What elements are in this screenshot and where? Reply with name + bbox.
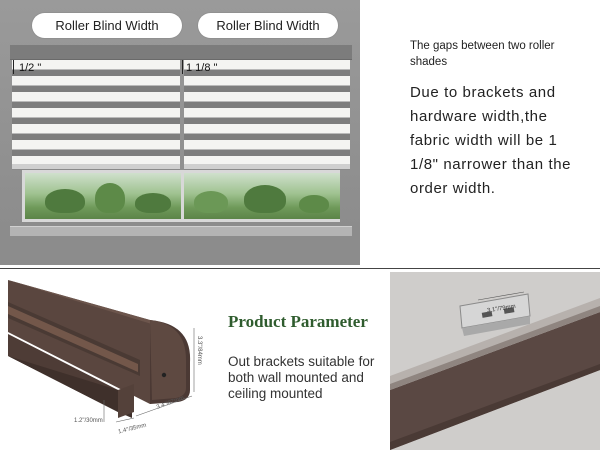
window-pane-right [184, 173, 340, 219]
gap-note: The gaps between two roller shades [410, 40, 555, 68]
bottom-rail-right [184, 164, 350, 170]
roller-blind-left [12, 60, 180, 165]
bracket-photo: 3.1"/79mm [390, 272, 600, 450]
window [22, 170, 340, 222]
product-parameter-title: Product Parameter [228, 312, 368, 331]
blind-headrail [10, 45, 352, 60]
bracket-drawing [390, 272, 600, 450]
gap-label-right: 1 1/8 " [186, 62, 218, 74]
section-divider [0, 268, 600, 269]
roller-blind-photo: Roller Blind Width Roller Blind Width 1/… [0, 0, 360, 265]
cassette-drawing [8, 280, 195, 423]
wall-lower [0, 236, 360, 265]
gap-marker-center [182, 60, 183, 74]
window-mullion [181, 173, 184, 219]
cassette-illustration: 3.3"/84mm 3.4"/87mm 1.4"/35mm 1.2"/30mm [0, 272, 205, 450]
width-label-right: Roller Blind Width [198, 13, 338, 38]
window-pane-left [25, 173, 181, 219]
product-parameter-description: Out brackets suitable for both wall moun… [228, 354, 375, 401]
window-sill [10, 226, 352, 236]
bottom-rail-left [12, 164, 180, 170]
gap-marker-left [13, 60, 14, 74]
roller-blind-right [184, 60, 350, 165]
gap-label-left: 1/2 " [19, 62, 42, 74]
dim-height: 3.3"/84mm [196, 336, 202, 365]
width-label-left: Roller Blind Width [32, 13, 182, 38]
width-description: Due to brackets and hardware width,the f… [410, 84, 572, 197]
dim-lip: 1.2"/30mm [74, 418, 103, 424]
